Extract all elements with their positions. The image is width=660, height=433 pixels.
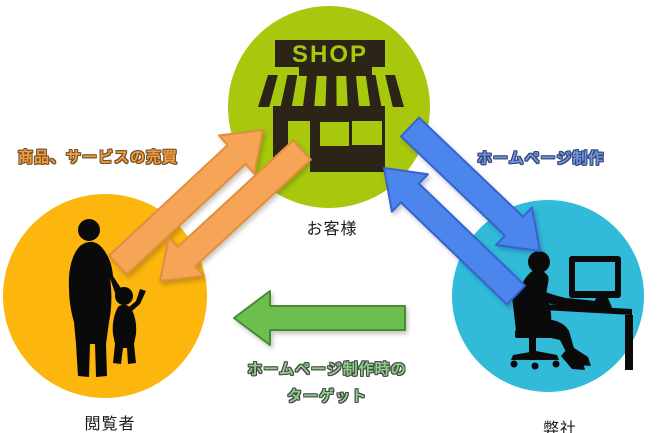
shop-sign-text: SHOP bbox=[292, 41, 368, 68]
trade-relation-label: 商品、サービスの売買 bbox=[18, 149, 179, 166]
viewer-label: 閲覧者 bbox=[84, 416, 136, 433]
chair-wheel bbox=[531, 362, 539, 370]
trade-arrow-to-customer bbox=[108, 129, 264, 276]
monitor-screen bbox=[575, 262, 615, 291]
parent-and-child-silhouette-icon bbox=[68, 219, 146, 377]
person-head bbox=[528, 251, 550, 273]
chair-seat bbox=[515, 330, 551, 338]
target-relation-line2: ターゲット bbox=[286, 388, 367, 405]
chair-wheel bbox=[510, 360, 518, 368]
desk-leg bbox=[625, 315, 633, 370]
company-node bbox=[452, 200, 644, 392]
person-leg bbox=[540, 319, 591, 366]
shop-window-left bbox=[320, 122, 349, 146]
web-arrow-to-customer bbox=[383, 167, 526, 306]
target-relation-line1: ホームページ制作時の bbox=[247, 361, 407, 378]
shop-window-right bbox=[352, 121, 382, 145]
shop-sign-post bbox=[299, 67, 372, 76]
web-arrow-to-company bbox=[400, 116, 541, 252]
person-arm bbox=[533, 288, 597, 308]
person-at-computer-silhouette-icon bbox=[510, 251, 633, 370]
shop-awning bbox=[258, 75, 404, 107]
desk-top bbox=[543, 304, 632, 315]
company-label: 弊社 bbox=[542, 421, 578, 433]
trade-arrow-to-viewer bbox=[159, 139, 312, 282]
target-arrow-to-viewer bbox=[233, 290, 406, 346]
person-foot bbox=[561, 350, 585, 370]
chair-back bbox=[512, 294, 526, 331]
web-relation-label: ホームページ制作 bbox=[477, 150, 605, 167]
chair-base bbox=[511, 351, 559, 360]
shop-sign-board bbox=[275, 40, 385, 67]
customer-label: お客様 bbox=[306, 221, 358, 238]
chair-wheel bbox=[552, 360, 560, 368]
chair-post bbox=[529, 338, 536, 356]
target-relation-label: ホームページ制作時の ターゲット bbox=[232, 356, 422, 410]
